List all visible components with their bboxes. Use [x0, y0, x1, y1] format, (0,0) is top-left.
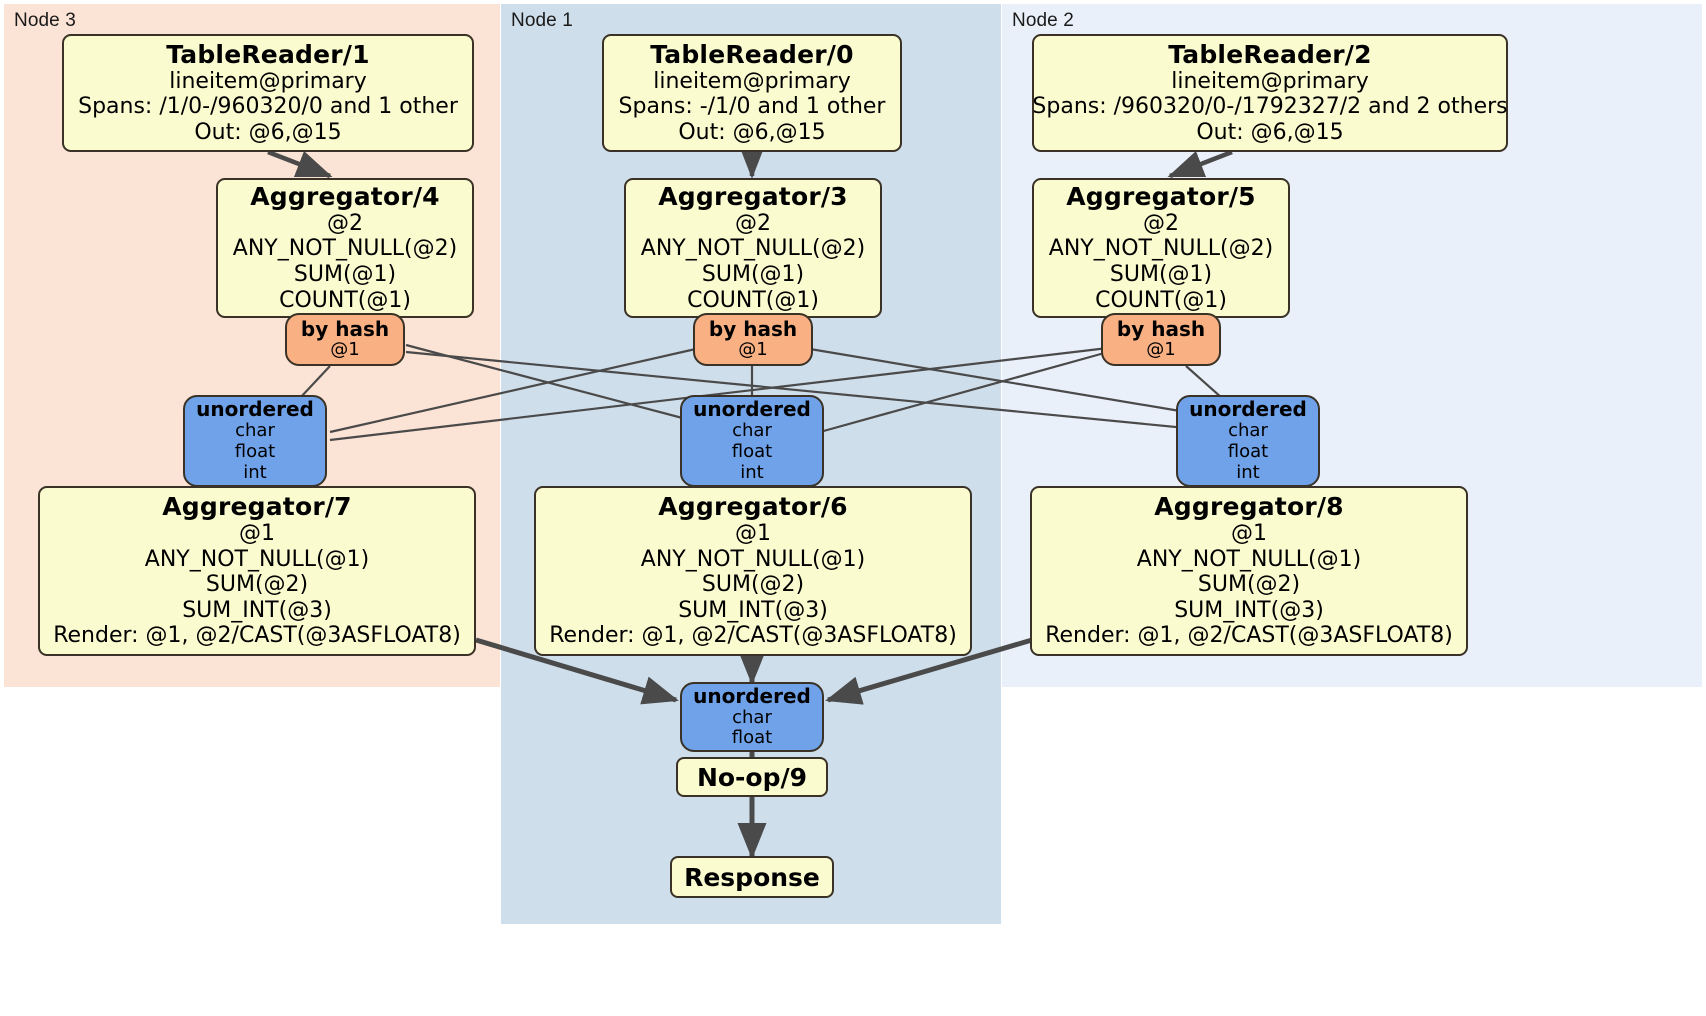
processor-detail: @1 [735, 521, 771, 547]
processor-detail: Out: @6,@15 [194, 119, 342, 145]
processor-detail: Spans: /1/0-/960320/0 and 1 other [78, 94, 458, 120]
processor-detail: SUM(@1) [1109, 262, 1213, 287]
processor-title: Aggregator/5 [1066, 181, 1256, 211]
response-label: Response [684, 862, 820, 892]
output-router-by-hash-4[interactable]: by hash @1 [285, 313, 405, 366]
sync-title: unordered [196, 397, 314, 422]
sync-title: unordered [693, 397, 811, 422]
processor-detail: ANY_NOT_NULL(@1) [1136, 546, 1362, 572]
processor-detail: SUM(@1) [701, 262, 805, 287]
router-detail: @1 [1146, 339, 1176, 361]
processor-detail: @2 [327, 210, 363, 236]
processor-render: Render: @1, @2/CAST(@3ASFLOAT8) [53, 623, 461, 649]
sync-type: int [740, 461, 764, 483]
processor-aggregator-3[interactable]: Aggregator/3 @2 ANY_NOT_NULL(@2) SUM(@1)… [624, 178, 882, 318]
router-title: by hash [708, 316, 798, 341]
processor-detail: Spans: /960320/0-/1792327/2 and 2 others [1032, 94, 1508, 120]
node-region-label-node2: Node 2 [1012, 10, 1074, 31]
sync-title: unordered [1189, 397, 1307, 422]
sync-title: unordered [693, 683, 811, 708]
sync-type: float [731, 440, 773, 462]
processor-title: Aggregator/4 [250, 181, 440, 211]
sync-type: float [1227, 440, 1269, 462]
sync-type: char [1228, 420, 1268, 442]
response-node[interactable]: Response [670, 856, 834, 898]
sync-type: char [732, 420, 772, 442]
input-sync-unordered-7[interactable]: unordered char float int [183, 395, 327, 487]
processor-detail: @2 [735, 210, 771, 236]
sync-type: float [731, 727, 773, 749]
processor-detail: SUM(@2) [1197, 572, 1301, 598]
router-detail: @1 [330, 339, 360, 361]
processor-detail: lineitem@primary [653, 68, 851, 94]
input-sync-unordered-6[interactable]: unordered char float int [680, 395, 824, 487]
processor-table-reader-1[interactable]: TableReader/1 lineitem@primary Spans: /1… [62, 34, 474, 152]
processor-detail: COUNT(@1) [1095, 287, 1227, 313]
sync-type: char [732, 706, 772, 728]
processor-detail: SUM_INT(@3) [1174, 597, 1324, 623]
processor-detail: SUM_INT(@3) [182, 597, 332, 623]
sync-type: int [243, 461, 267, 483]
processor-detail: ANY_NOT_NULL(@2) [640, 236, 866, 262]
processor-detail: SUM(@2) [205, 572, 309, 598]
processor-detail: COUNT(@1) [687, 287, 819, 313]
router-detail: @1 [738, 339, 768, 361]
processor-detail: Out: @6,@15 [1196, 119, 1344, 145]
node-region-label-node3: Node 3 [14, 10, 76, 31]
processor-aggregator-7[interactable]: Aggregator/7 @1 ANY_NOT_NULL(@1) SUM(@2)… [38, 486, 476, 656]
noop-label: No-op/9 [696, 762, 808, 792]
processor-title: Aggregator/7 [162, 492, 352, 522]
processor-noop-9[interactable]: No-op/9 [676, 757, 828, 797]
processor-detail: lineitem@primary [1171, 68, 1369, 94]
processor-detail: SUM(@2) [701, 572, 805, 598]
processor-detail: SUM(@1) [293, 262, 397, 287]
router-title: by hash [1116, 316, 1206, 341]
processor-table-reader-2[interactable]: TableReader/2 lineitem@primary Spans: /9… [1032, 34, 1508, 152]
processor-title: Aggregator/8 [1154, 492, 1344, 522]
processor-title: Aggregator/6 [658, 492, 848, 522]
sync-type: int [1236, 461, 1260, 483]
processor-render: Render: @1, @2/CAST(@3ASFLOAT8) [1045, 623, 1453, 649]
processor-detail: ANY_NOT_NULL(@2) [232, 236, 458, 262]
processor-detail: ANY_NOT_NULL(@1) [640, 546, 866, 572]
output-router-by-hash-3[interactable]: by hash @1 [693, 313, 813, 366]
processor-aggregator-8[interactable]: Aggregator/8 @1 ANY_NOT_NULL(@1) SUM(@2)… [1030, 486, 1468, 656]
processor-detail: Out: @6,@15 [678, 119, 826, 145]
processor-detail: ANY_NOT_NULL(@1) [144, 546, 370, 572]
router-title: by hash [300, 316, 390, 341]
processor-aggregator-4[interactable]: Aggregator/4 @2 ANY_NOT_NULL(@2) SUM(@1)… [216, 178, 474, 318]
node-region-label-node1: Node 1 [511, 10, 573, 31]
sync-type: float [234, 440, 276, 462]
sync-type: char [235, 420, 275, 442]
input-sync-unordered-8[interactable]: unordered char float int [1176, 395, 1320, 487]
processor-detail: SUM_INT(@3) [678, 597, 828, 623]
processor-detail: @2 [1143, 210, 1179, 236]
processor-detail: ANY_NOT_NULL(@2) [1048, 236, 1274, 262]
input-sync-unordered-final[interactable]: unordered char float [680, 682, 824, 752]
processor-aggregator-5[interactable]: Aggregator/5 @2 ANY_NOT_NULL(@2) SUM(@1)… [1032, 178, 1290, 318]
processor-detail: Spans: -/1/0 and 1 other [618, 94, 886, 120]
processor-title: TableReader/1 [166, 39, 370, 69]
output-router-by-hash-5[interactable]: by hash @1 [1101, 313, 1221, 366]
processor-detail: COUNT(@1) [279, 287, 411, 313]
processor-detail: lineitem@primary [169, 68, 367, 94]
processor-title: TableReader/2 [1168, 39, 1372, 69]
processor-title: TableReader/0 [650, 39, 854, 69]
processor-detail: @1 [239, 521, 275, 547]
processor-aggregator-6[interactable]: Aggregator/6 @1 ANY_NOT_NULL(@1) SUM(@2)… [534, 486, 972, 656]
processor-detail: @1 [1231, 521, 1267, 547]
processor-table-reader-0[interactable]: TableReader/0 lineitem@primary Spans: -/… [602, 34, 902, 152]
processor-title: Aggregator/3 [658, 181, 848, 211]
processor-render: Render: @1, @2/CAST(@3ASFLOAT8) [549, 623, 957, 649]
